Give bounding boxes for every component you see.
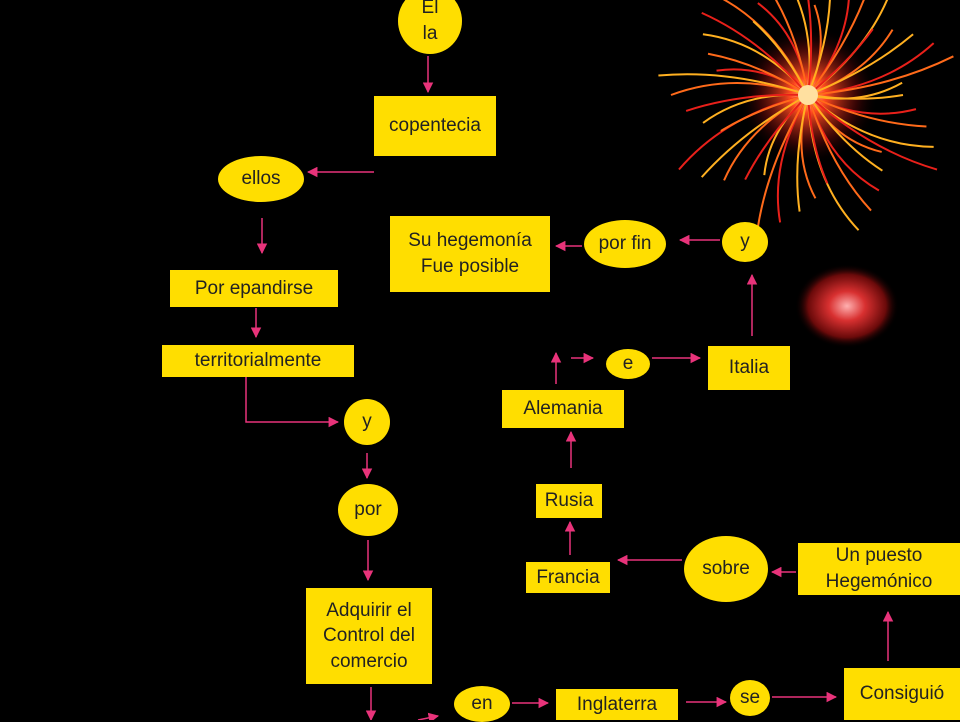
- node-por-epandirse: Por epandirse: [170, 270, 338, 307]
- firework-streak: [796, 94, 809, 212]
- node-sobre: sobre: [684, 536, 768, 602]
- firework-streak: [700, 94, 809, 178]
- node-alemania: Alemania: [502, 390, 624, 428]
- node-francia: Francia: [526, 562, 610, 593]
- node-y-right: y: [722, 222, 768, 262]
- firework-streak: [685, 93, 809, 112]
- firework-streak: [807, 94, 938, 171]
- node-por: por: [338, 484, 398, 536]
- node-e: e: [606, 349, 650, 379]
- node-se: se: [730, 680, 770, 716]
- node-su-hegemonia: Su hegemonía Fue posible: [390, 216, 550, 292]
- node-consiguio: Consiguió: [844, 668, 960, 720]
- firework-streak: [774, 0, 809, 96]
- firework-streak: [807, 33, 914, 96]
- firework-streak: [707, 52, 809, 96]
- node-ellos: ellos: [218, 156, 304, 202]
- firework-streak: [744, 94, 809, 181]
- node-el-la: El la: [398, 0, 462, 54]
- node-rusia: Rusia: [536, 484, 602, 518]
- node-adquirir: Adquirir el Control del comercio: [306, 588, 432, 684]
- firework-streak: [807, 0, 831, 96]
- node-inglaterra: Inglaterra: [556, 689, 678, 720]
- firework-streak: [807, 28, 874, 96]
- firework-streak: [807, 81, 903, 100]
- firework-streak: [807, 94, 872, 212]
- node-y-left: y: [344, 399, 390, 445]
- node-territorialmente: territorialmente: [162, 345, 354, 377]
- firework-streak: [720, 94, 809, 132]
- node-por-fin: por fin: [584, 220, 666, 268]
- firework-streak: [807, 94, 927, 128]
- firework-streak: [658, 73, 809, 96]
- node-en: en: [454, 686, 510, 722]
- firework-streak: [807, 55, 954, 96]
- red-glow-orb-icon: [795, 264, 899, 348]
- firework-streak: [807, 94, 883, 172]
- firework-icon: [658, 0, 954, 231]
- firework-streak: [807, 0, 813, 96]
- node-copentecia: copentecia: [374, 96, 496, 156]
- node-un-puesto: Un puesto Hegemónico: [798, 543, 960, 595]
- firework-streak: [807, 0, 865, 96]
- firework-streak: [701, 11, 809, 96]
- arrow-territorial-y: [245, 377, 340, 428]
- node-italia: Italia: [708, 346, 790, 390]
- firework-streak: [752, 20, 809, 96]
- firework-streak: [807, 94, 829, 184]
- firework-streak: [756, 94, 809, 231]
- arrow-en-bottom: [417, 712, 440, 720]
